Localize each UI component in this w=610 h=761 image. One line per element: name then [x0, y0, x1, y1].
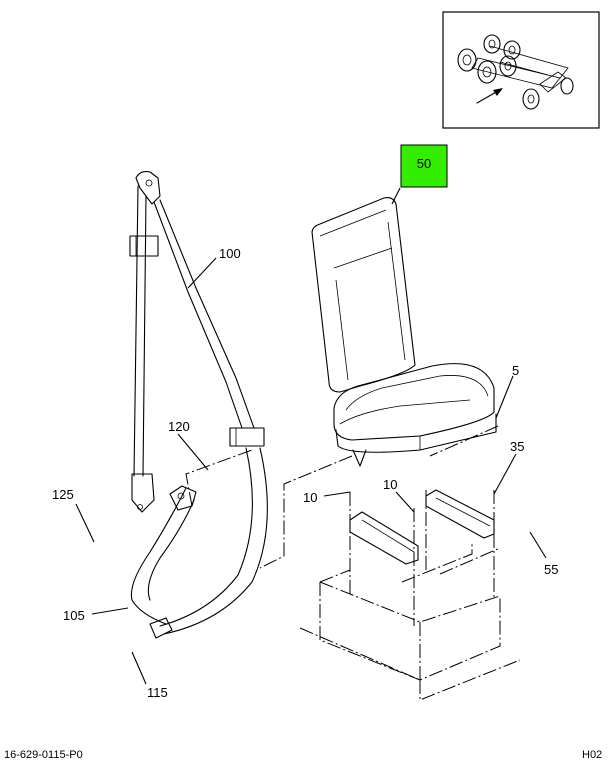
callout-120: 120 — [168, 419, 190, 434]
callout-50-highlight — [400, 144, 448, 188]
callout-125: 125 — [52, 487, 74, 502]
callout-105: 105 — [63, 608, 85, 623]
drawing-number: 16-629-0115-P0 — [4, 749, 83, 761]
seat-pedestal — [299, 569, 521, 701]
callouts: 50 100 5 120 35 125 10 10 55 105 115 — [52, 144, 558, 700]
callout-50: 50 — [417, 156, 431, 171]
callout-35: 35 — [510, 439, 524, 454]
truck-chassis-locator-icon — [457, 34, 574, 110]
callout-115: 115 — [147, 685, 168, 700]
callout-55: 55 — [544, 562, 558, 577]
callout-5: 5 — [512, 363, 519, 378]
callout-100: 100 — [219, 246, 241, 261]
seat-belt-assembly — [129, 171, 268, 639]
seat — [311, 197, 497, 467]
construction-lines — [185, 425, 501, 626]
revision-code: H02 — [582, 749, 602, 761]
callout-10-left: 10 — [303, 490, 317, 505]
locator-inset — [442, 11, 600, 129]
leader-lines — [75, 187, 547, 685]
callout-10-right: 10 — [383, 477, 397, 492]
